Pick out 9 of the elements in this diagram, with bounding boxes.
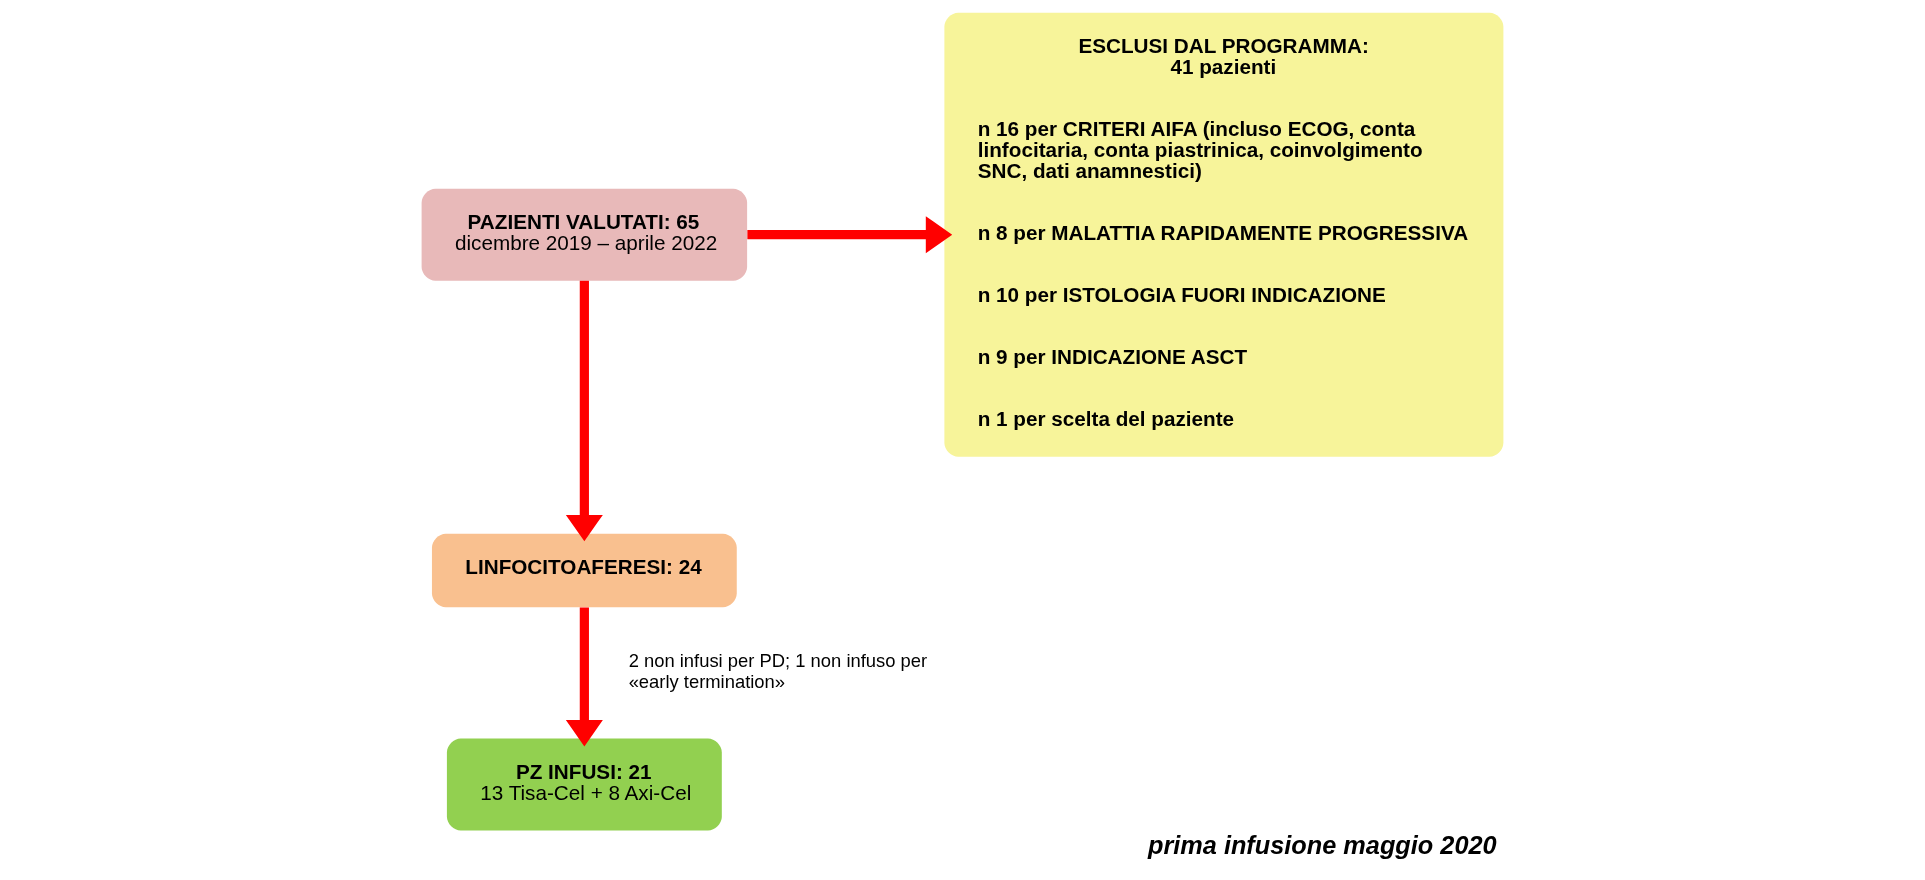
node-box: ESCLUSI DAL PROGRAMMA: 41 pazienti n 16 per CRITERI AIFA (incluso ECOG, conta linfocitaria, conta piastrinica, coinvolgimento SNC, dati anamnestici) n 8 per MALATTIA RAPIDAMENTE PROGRESSIVA n 10 per ISTOLOGIA FUORI INDICAZIONE n 9 per INDICAZIONE ASCT n 1 per scelta del paziente <box>944 12 1504 457</box>
arrow <box>747 216 953 254</box>
node-box: PAZIENTI VALUTATI: 65 dicembre 2019 – aprile 2022 <box>421 188 748 281</box>
arrow <box>565 607 603 747</box>
node-box: PZ INFUSI: 21 13 Tisa-Cel + 8 Axi-Cel <box>446 738 722 831</box>
edge-label: 2 non infusi per PD; 1 non infuso per «early termination» <box>628 649 928 692</box>
arrow <box>565 280 603 542</box>
caption: prima infusione maggio 2020 <box>1147 831 1497 860</box>
node-box: LINFOCITOAFERESI: 24 <box>431 533 737 608</box>
